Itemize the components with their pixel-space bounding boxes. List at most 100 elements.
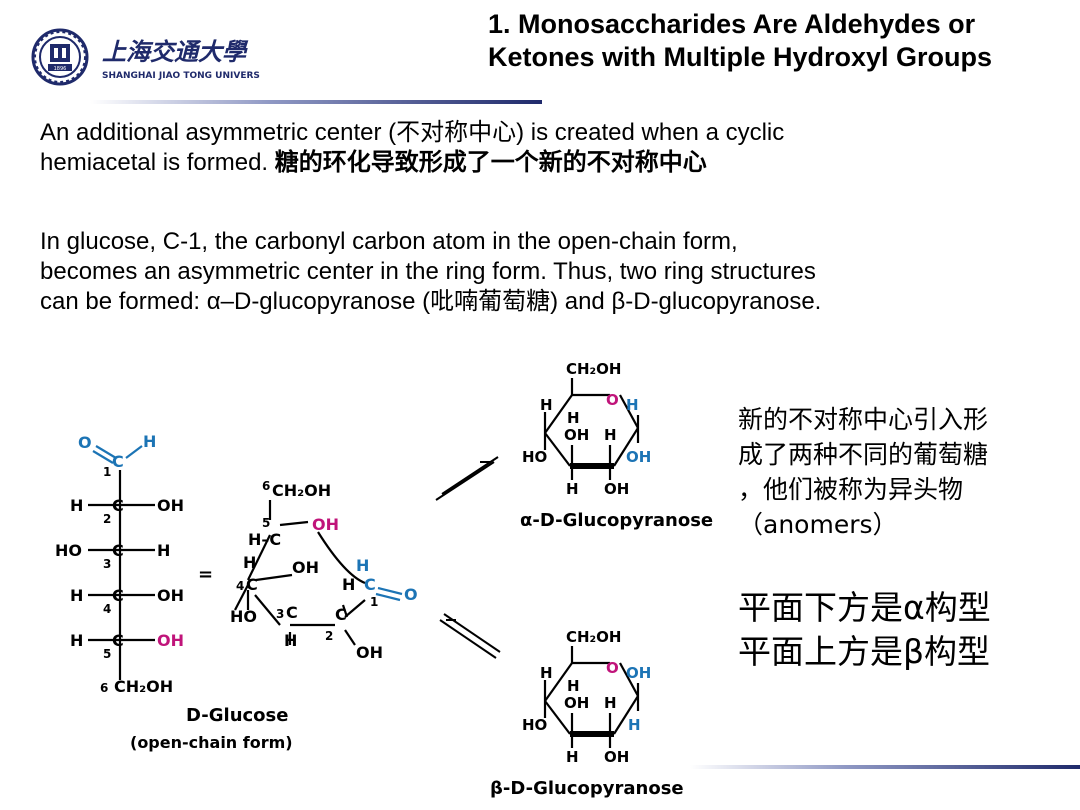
svg-text:H: H [566,480,579,498]
svg-text:6: 6 [262,479,270,493]
svg-text:2: 2 [325,629,333,643]
svg-text:H: H [604,694,617,712]
svg-text:OH: OH [157,586,184,605]
header-divider [90,100,542,104]
svg-text:CH₂OH: CH₂OH [566,628,621,646]
svg-text:C: C [364,575,376,594]
svg-text:O: O [404,585,418,604]
svg-text:C: C [112,541,124,560]
svg-text:5: 5 [262,516,270,530]
svg-text:C: C [112,452,124,471]
svg-text:4: 4 [236,579,244,593]
svg-text:2: 2 [103,512,111,526]
svg-text:H: H [284,631,297,650]
alpha-glucopyranose: CH₂OH H O H H OH H HO OH H OH α-D-Glucop… [520,360,713,531]
logo-name-en: SHANGHAI JIAO TONG UNIVERSITY [102,71,260,81]
svg-text:1: 1 [103,465,111,479]
svg-text:CH₂OH: CH₂OH [272,481,331,500]
equilibrium-arrows [435,456,501,659]
paragraph2-line2: becomes an asymmetric center in the ring… [40,258,816,285]
svg-text:OH: OH [564,694,589,712]
glucose-cyclization-diagram: O H C 1 H C OH 2 HO C H 3 H C OH 4 H C O… [55,360,713,799]
svg-text:OH: OH [312,515,339,534]
svg-text:H: H [157,541,170,560]
svg-text:HO: HO [55,541,82,560]
svg-text:CH₂OH: CH₂OH [566,360,621,378]
svg-text:H: H [243,553,256,572]
svg-text:HO: HO [522,716,547,734]
slide-title-line1: 1. Monosaccharides Are Aldehydes or [488,9,976,39]
equals-sign: = [198,564,213,585]
svg-text:3: 3 [103,557,111,571]
svg-text:1896: 1896 [54,66,67,72]
svg-text:OH: OH [604,480,629,498]
svg-text:O: O [606,659,619,677]
svg-text:OH: OH [157,496,184,515]
open-chain-glucose: O H C 1 H C OH 2 HO C H 3 H C OH 4 H C O… [55,432,293,752]
svg-text:H: H [604,426,617,444]
svg-text:OH: OH [626,448,651,466]
svg-text:OH: OH [626,664,651,682]
open-chain-subtitle: (open-chain form) [130,733,293,752]
svg-text:H: H [567,409,580,427]
svg-text:H: H [626,396,639,414]
anomer-note-line1: 新的不对称中心引入形 [738,405,989,434]
svg-text:H: H [566,748,579,766]
alpha-glucopyranose-label: α-D-Glucopyranose [520,510,713,531]
svg-text:H: H [540,396,553,414]
svg-text:H–C: H–C [248,530,281,549]
svg-text:C: C [286,603,298,622]
svg-text:C: C [112,631,124,650]
svg-text:H: H [70,496,83,515]
alpha-configuration-text: 平面下方是α构型 [738,588,991,627]
anomer-note-line4: （anomers） [738,510,898,539]
d-glucose-label: D-Glucose [186,705,288,726]
intermediate-structure: 6 CH₂OH 5 OH H–C H OH 4 C HO 3 C H 2 C H… [230,479,418,662]
logo-name-cn: 上海交通大學 [102,37,249,66]
svg-text:H: H [540,664,553,682]
svg-text:6: 6 [100,681,108,695]
configuration-note: 平面下方是α构型 平面上方是β构型 [738,586,1058,674]
svg-text:OH: OH [564,426,589,444]
beta-configuration-text: 平面上方是β构型 [738,632,991,671]
logo-seal-icon [31,28,89,86]
svg-text:O: O [78,433,92,452]
svg-text:H: H [628,716,641,734]
svg-text:3: 3 [276,607,284,621]
svg-text:H: H [356,556,369,575]
svg-text:4: 4 [103,602,111,616]
open-chain-bonds [88,470,155,680]
anomer-note-line2: 成了两种不同的葡萄糖 [738,440,989,469]
svg-text:H: H [567,677,580,695]
svg-text:C: C [112,586,124,605]
slide-title: 1. Monosaccharides Are Aldehydes or Keto… [488,8,1073,74]
svg-text:OH: OH [157,631,184,650]
footer-divider [690,765,1080,769]
paragraph1-line1: An additional asymmetric center (不对称中心) … [40,119,785,146]
paragraph-glucose-c1: In glucose, C-1, the carbonyl carbon ato… [40,227,1050,317]
paragraph1-line2-bold: 糖的环化导致形成了一个新的不对称中心 [274,149,707,176]
svg-text:CH₂OH: CH₂OH [114,677,173,696]
svg-text:H: H [70,586,83,605]
svg-text:C: C [335,605,347,624]
slide-title-line2: Ketones with Multiple Hydroxyl Groups [488,42,993,72]
beta-glucopyranose-label: β-D-Glucopyranose [490,778,684,799]
svg-text:OH: OH [292,558,319,577]
svg-text:H: H [342,575,355,594]
svg-text:H: H [70,631,83,650]
paragraph2-line3: can be formed: α–D-glucopyranose (吡喃葡萄糖)… [40,288,822,315]
svg-text:C: C [246,575,258,594]
anomer-note-line3: ，他们被称为异头物 [738,475,964,504]
paragraph1-line2: hemiacetal is formed. 糖的环化导致形成了一个新的不对称中心 [40,148,1050,178]
svg-text:5: 5 [103,647,111,661]
svg-text:C: C [112,496,124,515]
paragraph1-line2-text: hemiacetal is formed. [40,149,275,176]
svg-text:O: O [606,391,619,409]
paragraph-anomeric-center: An additional asymmetric center (不对称中心) … [40,118,1050,178]
paragraph2-line1: In glucose, C-1, the carbonyl carbon ato… [40,228,738,255]
svg-text:HO: HO [230,607,257,626]
svg-text:HO: HO [522,448,547,466]
svg-text:1: 1 [370,595,378,609]
anomer-note: 新的不对称中心引入形 成了两种不同的葡萄糖 ，他们被称为异头物 （anomers… [738,402,1058,542]
svg-text:H: H [143,432,156,451]
